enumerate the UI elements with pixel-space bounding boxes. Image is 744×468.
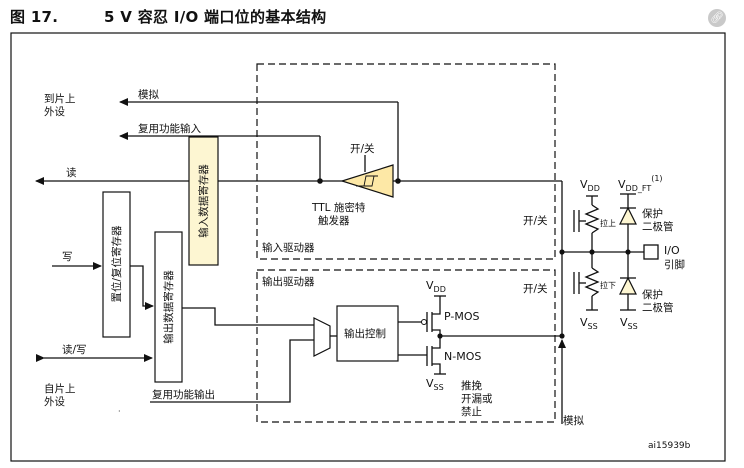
reference-code: ai15939b [648,441,691,451]
vss-right-left-label: VSS [580,316,598,331]
vdd-ft-label: VDD_FT(1) [618,174,663,193]
analog-top-label: 模拟 [138,88,159,101]
protection-diode-top [619,193,637,252]
junction-dot [395,178,401,184]
hysteresis-icon [356,175,378,187]
analog-bottom-label: 模拟 [563,414,584,427]
output-data-register-label: 输出数据寄存器 [162,270,175,344]
protect-bottom-label-1: 保护 [642,288,663,301]
from-chip-label-2: 外设 [44,396,65,408]
junction-dot [317,178,323,184]
stray-dot: · [118,407,121,416]
read-label: 读 [66,166,77,179]
output-driver-label: 输出驱动器 [262,275,315,288]
link-icon[interactable]: 🔗︎ [708,9,726,27]
output-control-label: 输出控制 [344,327,386,340]
diagram-frame [10,32,726,462]
pull-up-on-off-label: 开/关 [523,214,548,227]
output-driver-box [256,269,556,423]
vss-right-label: VSS [620,316,638,331]
output-mux [313,317,331,357]
nmos-label: N-MOS [444,350,481,363]
input-data-register [188,136,219,266]
input-driver-box [256,63,556,260]
io-pin-pad [643,244,659,260]
nmos-transistor [426,336,441,374]
pmos-label: P-MOS [444,310,480,323]
mode-label-1: 推挽 [461,379,482,392]
bsrr-to-odr-line [130,265,154,310]
ttl-label-2: 触发器 [318,214,350,227]
pull-down-label: 拉下 [600,280,616,290]
bsrr-label: 置位/复位寄存器 [110,225,123,303]
junction-dot [559,249,565,255]
bit-set-reset-register [102,191,131,338]
io-pin-label-2: 引脚 [664,258,685,271]
protect-top-label-2: 二极管 [642,220,674,233]
mode-label-3: 禁止 [461,406,482,418]
protect-bottom-label-2: 二极管 [642,301,674,314]
schmitt-trigger-icon [339,164,394,198]
figure-caption: 5 V 容忍 I/O 端口位的基本结构 [104,8,327,26]
protect-top-label-1: 保护 [642,207,663,220]
pull-up-label: 拉上 [600,218,616,228]
figure-number: 图 17. [10,8,59,26]
pmos-transistor [421,296,441,336]
vdd-label: VDD [426,279,446,294]
alt-out-label: 复用功能输出 [152,388,215,401]
vdd-right-label: VDD [580,178,600,193]
input-data-register-label: 输入数据寄存器 [197,164,210,238]
junction-dot [437,333,443,339]
to-chip-label-1: 到片上 [44,92,76,105]
ttl-label-1: TTL 施密特 [311,201,366,214]
alt-out-line [150,339,314,403]
alt-in-label: 复用功能输入 [138,122,201,135]
junction-dot [559,333,565,339]
mode-label-2: 开漏或 [461,393,493,405]
write-label: 写 [62,251,73,263]
input-driver-label: 输入驱动器 [262,241,315,254]
output-data-register [154,231,183,383]
vss-label: VSS [426,377,444,392]
output-control-block [336,305,399,362]
pull-up-resistor [573,195,600,252]
odr-to-mux-line [182,307,314,326]
io-pin-label-1: I/O [664,244,680,257]
figure-title: 图 17. 5 V 容忍 I/O 端口位的基本结构 [10,6,326,27]
read-write-label: 读/写 [62,343,87,356]
protection-diode-bottom [619,252,637,311]
pull-down-resistor [573,252,600,311]
trigger-on-off-label: 开/关 [350,142,375,155]
to-chip-label-2: 外设 [44,106,65,118]
pull-down-on-off-label: 开/关 [523,282,548,295]
from-chip-label-1: 自片上 [44,382,76,395]
